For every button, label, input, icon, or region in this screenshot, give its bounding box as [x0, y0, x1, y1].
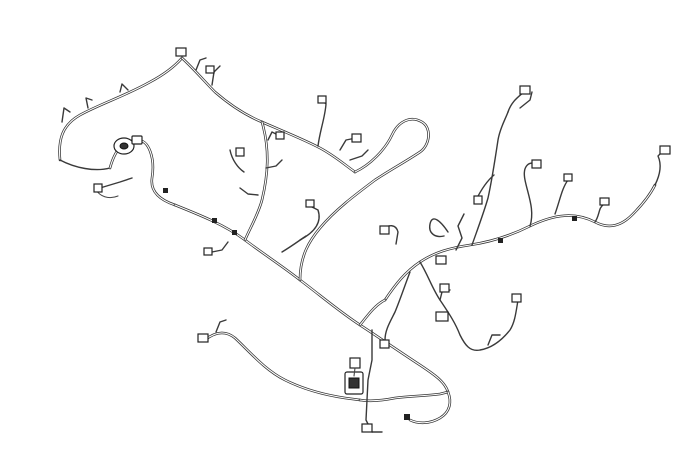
bottom-connector-block — [344, 329, 450, 433]
lower-left-branch — [203, 199, 320, 256]
central-module-connector — [93, 135, 177, 207]
right-lower-branch — [379, 261, 522, 352]
main-trunk — [173, 56, 450, 394]
upper-connectors — [163, 47, 362, 235]
bottom-left-lead — [197, 319, 362, 402]
right-connectors — [379, 85, 671, 265]
right-network-harness — [358, 89, 665, 327]
upper-loop-harness — [195, 57, 430, 282]
bottom-right-hook — [404, 390, 452, 425]
left-loop-harness — [58, 56, 184, 199]
